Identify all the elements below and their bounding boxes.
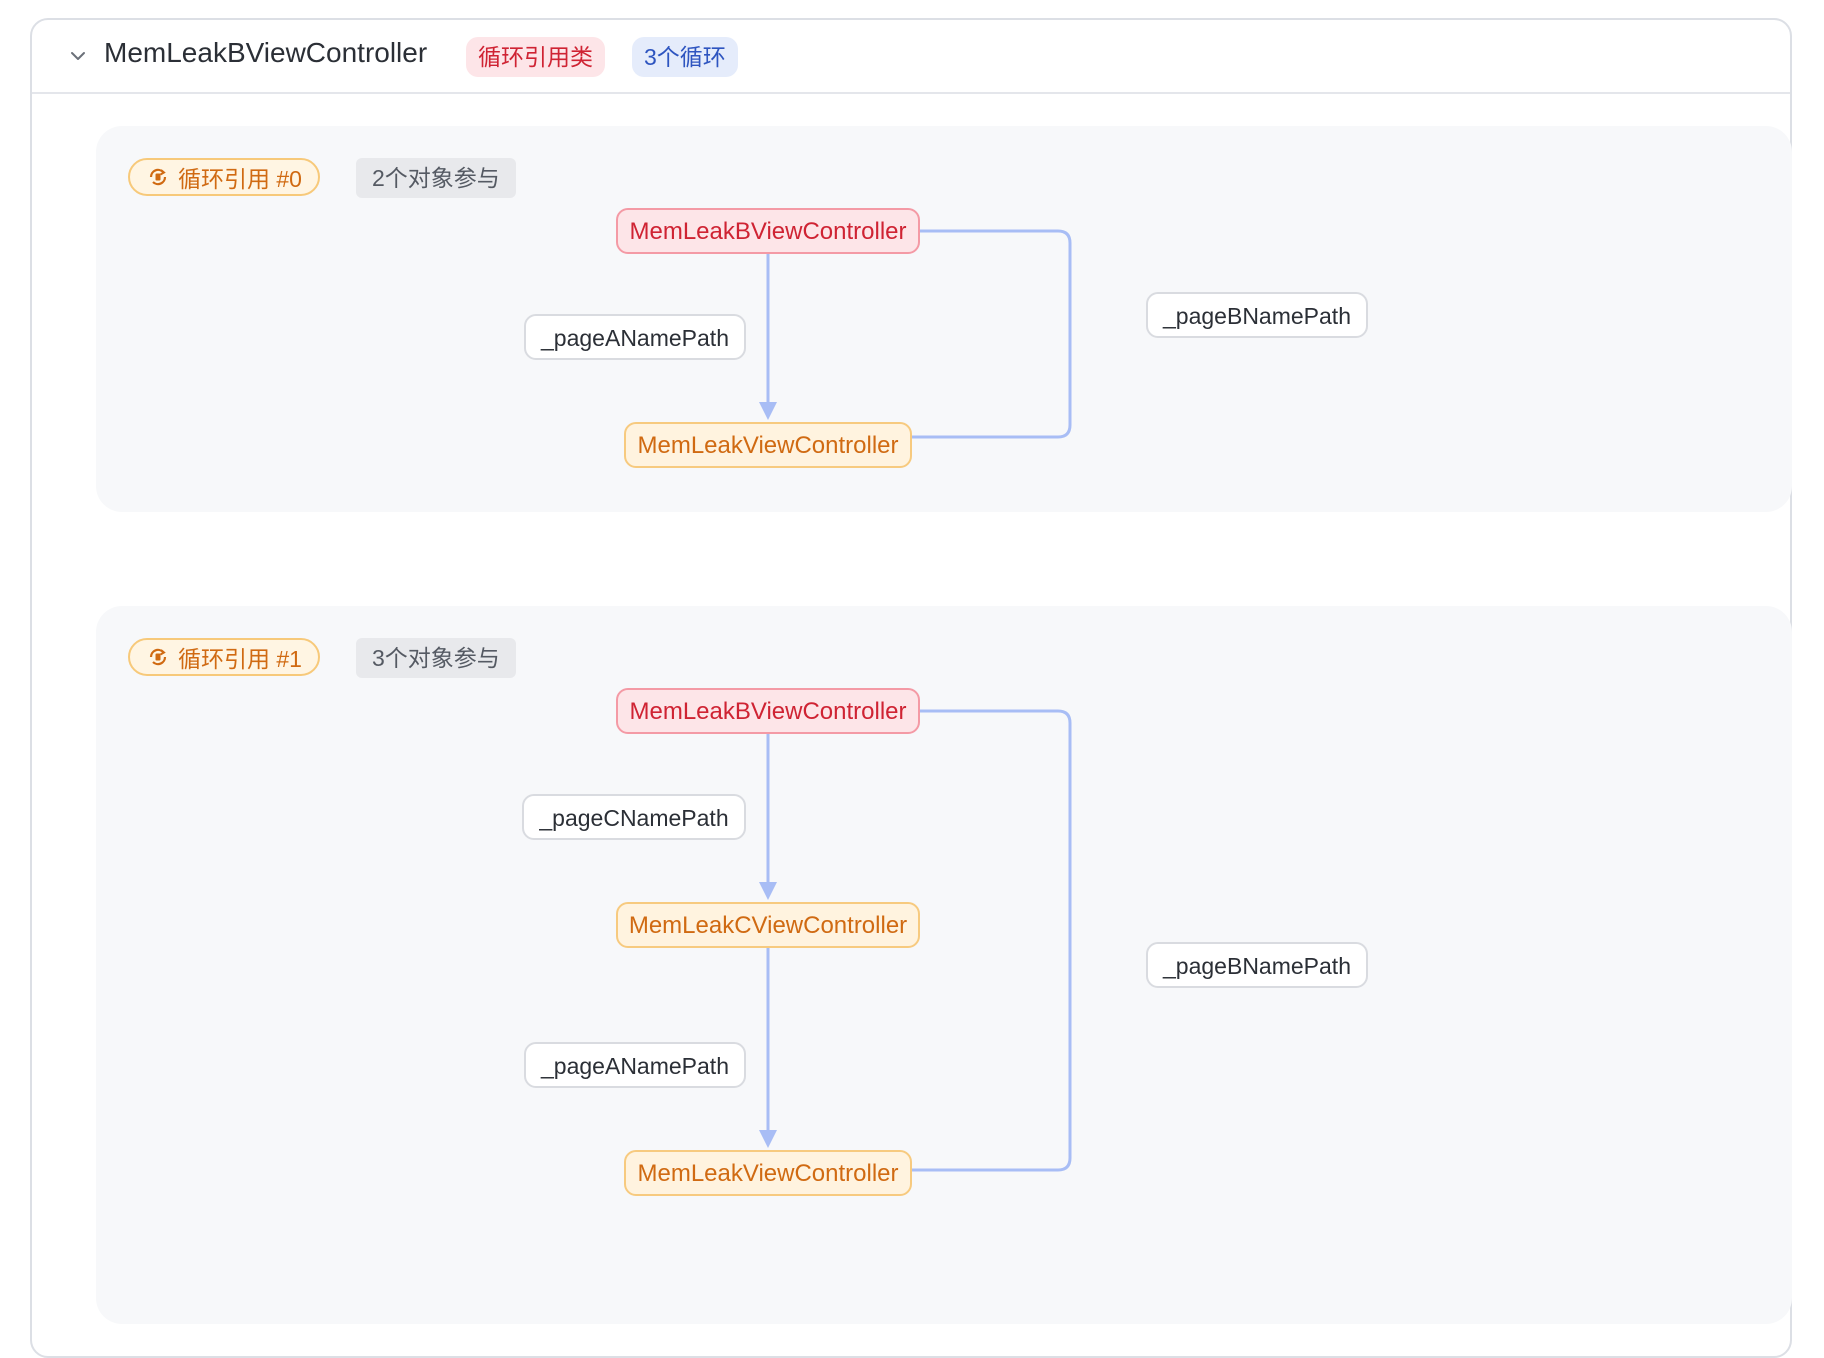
- graph-node[interactable]: MemLeakViewController: [624, 1150, 912, 1196]
- cycle-diagram-1: [759, 702, 1072, 1172]
- panel-title: MemLeakBViewController: [104, 37, 428, 68]
- back-edge-label: _pageBNamePath: [1146, 942, 1368, 988]
- edge-label: _pageCNamePath: [522, 794, 746, 840]
- leak-class-panel: MemLeakBViewController 循环引用类 3个循环 循环引用 #…: [30, 18, 1792, 1358]
- graph-node[interactable]: MemLeakCViewController: [616, 902, 920, 948]
- edge-label: _pageANamePath: [524, 314, 746, 360]
- cycle-diagram-0: [759, 222, 1072, 439]
- edge-arrow-head: [759, 882, 777, 900]
- graph-node-root[interactable]: MemLeakBViewController: [616, 208, 920, 254]
- cycle-badge-label: 循环引用 #0: [178, 166, 302, 192]
- panel-header[interactable]: MemLeakBViewController 循环引用类 3个循环: [32, 20, 1790, 94]
- cycle-badge: 循环引用 #1: [128, 638, 320, 676]
- cycle-ref-icon: [149, 168, 167, 186]
- graph-node[interactable]: MemLeakViewController: [624, 422, 912, 468]
- cycle-card-0: 循环引用 #0 2个对象参与 MemLeakBViewController _p…: [96, 126, 1792, 512]
- participants-badge: 3个对象参与: [356, 638, 516, 678]
- edge-arrow-head: [759, 1130, 777, 1148]
- cycle-count-tag: 3个循环: [632, 37, 738, 77]
- chevron-down-icon[interactable]: [68, 46, 88, 66]
- cycle-card-1: 循环引用 #1 3个对象参与 MemLeakBViewController _p…: [96, 606, 1792, 1324]
- cycle-ref-icon: [149, 648, 167, 666]
- leak-type-tag: 循环引用类: [466, 37, 605, 77]
- cycle-badge-label: 循环引用 #1: [178, 646, 302, 672]
- back-edge-label: _pageBNamePath: [1146, 292, 1368, 338]
- back-edge-line: [896, 709, 1072, 1172]
- back-edge-line: [896, 229, 1072, 439]
- cycle-badge: 循环引用 #0: [128, 158, 320, 196]
- edge-arrow-head: [759, 402, 777, 420]
- graph-node-root[interactable]: MemLeakBViewController: [616, 688, 920, 734]
- participants-badge: 2个对象参与: [356, 158, 516, 198]
- edge-label: _pageANamePath: [524, 1042, 746, 1088]
